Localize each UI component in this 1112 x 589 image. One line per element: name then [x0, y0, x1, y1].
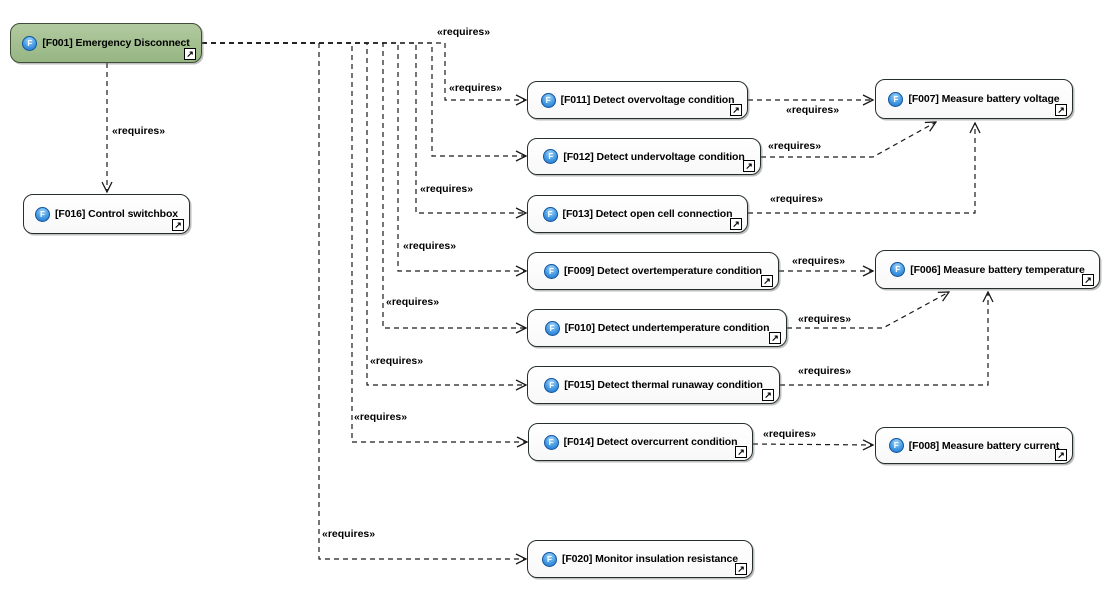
node-f008[interactable]: F [F008] Measure battery current↗: [875, 427, 1073, 464]
requires-label: «requires»: [770, 193, 824, 205]
node-f014[interactable]: F [F014] Detect overcurrent condition↗: [528, 423, 753, 461]
edge-f013-f007[interactable]: [748, 123, 975, 214]
requires-label: «requires»: [768, 140, 822, 152]
requires-label: «requires»: [763, 428, 817, 440]
node-label: [F010] Detect undertemperature condition: [564, 322, 770, 334]
requires-label: «requires»: [403, 240, 457, 252]
requires-label: «requires»: [449, 82, 503, 94]
navigate-icon[interactable]: ↗: [762, 389, 774, 401]
node-label: [F006] Measure battery temperature: [910, 263, 1085, 276]
requires-label: «requires»: [370, 355, 424, 367]
function-icon: F: [540, 92, 556, 108]
node-f011[interactable]: F [F011] Detect overvoltage condition↗: [527, 81, 748, 119]
function-icon: F: [544, 263, 559, 279]
edge-f001-f013[interactable]: [202, 42, 526, 213]
function-icon: F: [543, 434, 559, 450]
edge-f001-f009[interactable]: [202, 42, 526, 271]
node-label: [F009] Detect overtemperature condition: [564, 265, 762, 277]
navigate-icon[interactable]: ↗: [735, 563, 747, 575]
navigate-icon[interactable]: ↗: [1055, 104, 1067, 116]
node-label: [F001] Emergency Disconnect: [42, 37, 190, 49]
function-icon: F: [542, 206, 558, 222]
navigate-icon[interactable]: ↗: [172, 219, 184, 231]
edge-f001-f014[interactable]: [202, 42, 527, 442]
navigate-icon[interactable]: ↗: [184, 48, 196, 60]
node-label: [F020] Monitor insulation resistance: [561, 553, 739, 565]
node-label: [F016] Control switchbox: [54, 208, 179, 220]
node-f015[interactable]: F [F015] Detect thermal runaway condition…: [527, 366, 780, 404]
function-icon: F: [544, 377, 560, 393]
node-f013[interactable]: F [F013] Detect open cell connection↗: [527, 195, 748, 233]
node-label: [F014] Detect overcurrent condition: [563, 436, 738, 448]
node-label: [F015] Detect thermal runaway condition: [564, 379, 763, 391]
navigate-icon[interactable]: ↗: [735, 446, 747, 458]
node-label: [F011] Detect overvoltage condition: [560, 94, 735, 106]
requires-label: «requires»: [792, 255, 846, 267]
function-icon: F: [544, 320, 560, 336]
requires-label: «requires»: [322, 528, 376, 540]
requires-label: «requires»: [112, 125, 166, 137]
node-label: [F013] Detect open cell connection: [562, 208, 733, 220]
node-f006[interactable]: F [F006] Measure battery temperature↗: [875, 250, 1100, 289]
requires-label: «requires»: [437, 26, 491, 38]
navigate-icon[interactable]: ↗: [743, 160, 755, 172]
function-icon: F: [888, 91, 904, 107]
edge-f001-f012[interactable]: [202, 42, 526, 156]
edge-f001-f020[interactable]: [202, 42, 526, 559]
function-icon: F: [543, 149, 559, 164]
function-icon: F: [34, 206, 50, 222]
node-f007[interactable]: F [F007] Measure battery voltage↗: [875, 79, 1073, 119]
requires-label: «requires»: [386, 296, 440, 308]
requires-label: «requires»: [354, 411, 408, 423]
function-icon: F: [541, 551, 557, 567]
requires-label: «requires»: [420, 183, 474, 195]
navigate-icon[interactable]: ↗: [1055, 449, 1067, 461]
node-f010[interactable]: F [F010] Detect undertemperature conditio…: [527, 309, 787, 347]
navigate-icon[interactable]: ↗: [761, 275, 773, 287]
edge-f001-f015[interactable]: [202, 42, 526, 385]
edge-f012-f007[interactable]: [761, 122, 936, 158]
navigate-icon[interactable]: ↗: [730, 218, 742, 230]
requires-label: «requires»: [798, 365, 852, 377]
navigate-icon[interactable]: ↗: [730, 104, 742, 116]
requires-label: «requires»: [786, 104, 840, 116]
node-label: [F012] Detect undervoltage condition: [563, 150, 745, 163]
navigate-icon[interactable]: ↗: [769, 332, 781, 344]
node-f016[interactable]: F [F016] Control switchbox↗: [23, 194, 190, 234]
function-icon: F: [22, 35, 38, 51]
node-f020[interactable]: F [F020] Monitor insulation resistance↗: [527, 540, 753, 578]
edge-f014-f008[interactable]: [752, 444, 873, 445]
requires-label: «requires»: [798, 313, 852, 325]
node-f012[interactable]: F [F012] Detect undervoltage condition↗: [527, 138, 761, 175]
navigate-icon[interactable]: ↗: [1082, 274, 1094, 286]
function-icon: F: [890, 262, 906, 277]
function-icon: F: [888, 438, 904, 453]
edge-f010-f006[interactable]: [787, 292, 949, 329]
node-f001[interactable]: F [F001] Emergency Disconnect↗: [10, 23, 202, 63]
node-label: [F007] Measure battery voltage: [908, 93, 1060, 105]
node-label: [F008] Measure battery current: [908, 439, 1060, 452]
node-f009[interactable]: F [F009] Detect overtemperature condition…: [527, 252, 779, 290]
edge-f015-f006[interactable]: [780, 292, 988, 386]
